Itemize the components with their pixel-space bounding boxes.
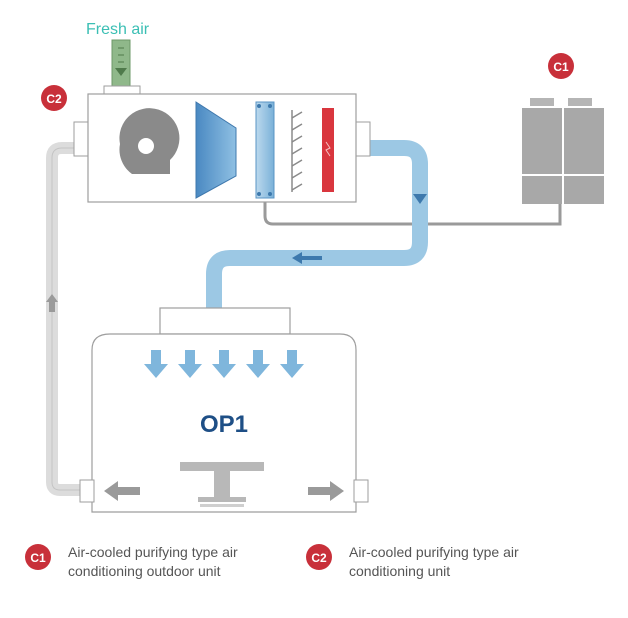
down-arrow-icon bbox=[115, 68, 127, 76]
ac-unit-c2 bbox=[73, 93, 371, 203]
down-arrow-icon bbox=[280, 350, 304, 378]
room-label: OP1 bbox=[200, 411, 248, 438]
legend-item-c2: C2 Air-cooled purifying type air conditi… bbox=[305, 543, 605, 581]
badge-c2: C2 bbox=[41, 85, 67, 111]
left-arrow-icon bbox=[104, 481, 140, 501]
legend-c1-line1: Air-cooled purifying type air bbox=[68, 544, 238, 560]
down-arrow-icon bbox=[246, 350, 270, 378]
svg-text:C1: C1 bbox=[30, 551, 46, 565]
down-arrow-icon bbox=[413, 194, 427, 204]
legend-text-c2: Air-cooled purifying type air conditioni… bbox=[349, 543, 519, 581]
fresh-air-label: Fresh air bbox=[86, 21, 150, 38]
table-icon bbox=[180, 462, 264, 507]
return-air-duct bbox=[46, 142, 86, 496]
badge-c1: C1 bbox=[548, 53, 574, 79]
filter-icon bbox=[195, 101, 237, 199]
legend-c1-line2: conditioning outdoor unit bbox=[68, 563, 221, 579]
down-arrow-icon bbox=[212, 350, 236, 378]
coil-icon bbox=[255, 101, 275, 199]
left-arrow-icon bbox=[292, 252, 322, 264]
legend-text-c1: Air-cooled purifying type air conditioni… bbox=[68, 543, 238, 581]
down-arrow-icon bbox=[144, 350, 168, 378]
right-arrow-icon bbox=[308, 481, 344, 501]
legend-c2-line2: conditioning unit bbox=[349, 563, 451, 579]
fan-icon bbox=[119, 108, 180, 174]
supply-air-duct bbox=[206, 140, 428, 310]
up-arrow-icon bbox=[46, 294, 58, 312]
humidifier-icon bbox=[291, 110, 303, 192]
svg-text:C2: C2 bbox=[311, 551, 327, 565]
legend-c2-line1: Air-cooled purifying type air bbox=[349, 544, 519, 560]
outdoor-unit-c1 bbox=[522, 98, 604, 204]
refrigerant-pipe bbox=[263, 196, 562, 226]
badge-c2-legend: C2 bbox=[306, 544, 332, 570]
heater-icon bbox=[322, 108, 334, 192]
fresh-air-inlet bbox=[103, 39, 141, 95]
svg-text:C1: C1 bbox=[553, 60, 569, 74]
room-op1: OP1 bbox=[79, 307, 369, 513]
down-arrow-icon bbox=[178, 350, 202, 378]
supply-air-arrows bbox=[144, 350, 304, 378]
badge-c1-legend: C1 bbox=[25, 544, 51, 570]
legend-item-c1: C1 Air-cooled purifying type air conditi… bbox=[24, 543, 294, 581]
svg-text:C2: C2 bbox=[46, 92, 62, 106]
